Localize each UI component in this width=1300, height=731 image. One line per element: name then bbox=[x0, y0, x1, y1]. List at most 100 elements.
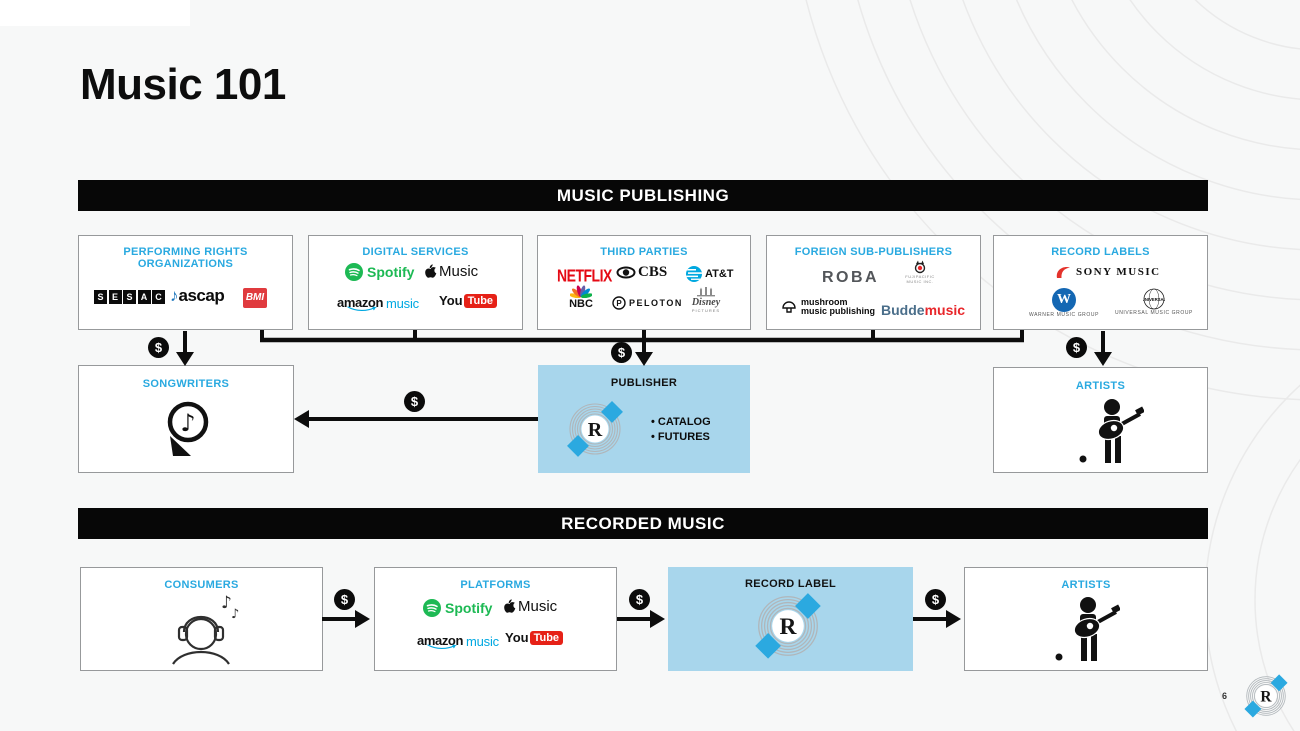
box-record-label: RECORD LABEL R bbox=[668, 567, 913, 671]
youtube-tube-badge: Tube bbox=[529, 630, 564, 645]
royalty-exchange-footer-logo: R bbox=[1244, 674, 1288, 718]
dollar-badge: $ bbox=[629, 589, 650, 610]
box-digital-services: DIGITAL SERVICES Spotify Music amazon mu… bbox=[308, 235, 523, 330]
apple-music-logo: Music bbox=[424, 263, 478, 280]
youtube-you: You bbox=[439, 293, 463, 308]
fujipacific-mascot-icon bbox=[914, 260, 926, 274]
banner-music-publishing: MUSIC PUBLISHING bbox=[78, 180, 1208, 211]
warner-w-icon: W bbox=[1052, 288, 1076, 312]
att-globe-icon bbox=[686, 266, 702, 282]
svg-text:R: R bbox=[780, 614, 798, 640]
box-title: RECORD LABELS bbox=[1051, 246, 1150, 258]
amazon-wordmark: amazon bbox=[337, 295, 384, 310]
budde-logo: Buddemusic bbox=[881, 302, 965, 320]
ascap-logo: ♪ascap bbox=[170, 286, 225, 306]
disney-wordmark: Disney bbox=[691, 297, 721, 308]
apple-icon bbox=[504, 598, 516, 613]
spotify-wordmark: Spotify bbox=[367, 264, 415, 280]
svg-text:♪: ♪ bbox=[221, 593, 232, 613]
dollar-badge: $ bbox=[611, 342, 632, 363]
box-title: ARTISTS bbox=[1061, 579, 1111, 591]
cbs-logo: CBS bbox=[616, 264, 667, 281]
amazon-wordmark-wrap: amazon bbox=[337, 294, 383, 312]
disney-pictures-label: PICTURES bbox=[691, 308, 721, 313]
universal-label: UNIVERSAL MUSIC GROUP bbox=[1115, 310, 1193, 316]
box-title: PUBLISHER bbox=[610, 377, 678, 389]
box-record-labels: RECORD LABELS SONY MUSIC W WARNER MUSIC … bbox=[993, 235, 1208, 330]
netflix-logo: NETFLIX bbox=[557, 265, 612, 285]
amazon-wordmark: amazon bbox=[417, 633, 464, 648]
page-number: 6 bbox=[1222, 691, 1228, 701]
roba-logo: ROBA bbox=[822, 269, 880, 286]
sesac-letter: C bbox=[152, 290, 165, 304]
youtube-tube-badge: Tube bbox=[463, 293, 498, 308]
sesac-letter: A bbox=[137, 290, 151, 304]
mushroom-line2: music publishing bbox=[801, 306, 876, 316]
nbc-logo: NBC bbox=[564, 284, 598, 310]
svg-text:P: P bbox=[616, 299, 622, 308]
publisher-bullet-futures: FUTURES bbox=[651, 430, 711, 445]
universal-logo: UNIVERSAL UNIVERSAL MUSIC GROUP bbox=[1109, 288, 1199, 316]
svg-text:♪: ♪ bbox=[231, 607, 239, 622]
banner-recorded-music: RECORDED MUSIC bbox=[78, 508, 1208, 539]
cbs-eye-icon bbox=[616, 266, 636, 279]
amazon-music-word: music bbox=[386, 295, 419, 311]
apple-icon bbox=[425, 263, 437, 278]
cbs-wordmark: CBS bbox=[638, 264, 668, 280]
sesac-letter: E bbox=[108, 290, 122, 304]
amazon-music-logo: amazon music bbox=[417, 632, 499, 650]
box-foreign-sub-publishers: FOREIGN SUB-PUBLISHERS ROBA FUJIPACIFIC … bbox=[766, 235, 981, 330]
sesac-letter: S bbox=[123, 290, 136, 304]
sony-swoosh-icon bbox=[1056, 267, 1070, 278]
peloton-logo: P PELOTON bbox=[612, 296, 683, 310]
box-artists-publishing: ARTISTS bbox=[993, 367, 1208, 473]
warner-label: WARNER MUSIC GROUP bbox=[1028, 312, 1100, 318]
amazon-smile-icon bbox=[347, 306, 377, 312]
box-title: FOREIGN SUB-PUBLISHERS bbox=[794, 246, 953, 258]
spotify-icon bbox=[345, 263, 363, 281]
royalty-exchange-logo: R bbox=[567, 400, 623, 457]
box-title: PERFORMING RIGHTS ORGANIZATIONS bbox=[79, 246, 292, 270]
apple-music-wordmark: Music bbox=[439, 263, 479, 280]
sesac-letter: S bbox=[94, 290, 107, 304]
ascap-wordmark: ascap bbox=[178, 286, 225, 305]
ascap-note-icon: ♪ bbox=[170, 286, 179, 305]
spotify-icon bbox=[423, 599, 441, 617]
box-title: ARTISTS bbox=[1075, 380, 1126, 392]
dollar-badge: $ bbox=[148, 337, 169, 358]
box-artists-recorded: ARTISTS bbox=[964, 567, 1208, 671]
box-songwriters: SONGWRITERS ♪ bbox=[78, 365, 294, 473]
royalty-exchange-logo: R bbox=[755, 593, 821, 659]
peloton-wordmark: PELOTON bbox=[629, 298, 683, 308]
box-title: THIRD PARTIES bbox=[600, 246, 688, 258]
box-publisher: PUBLISHER R CATALOG FUTURES bbox=[538, 365, 750, 473]
att-logo: AT&T bbox=[686, 266, 734, 282]
box-title: RECORD LABEL bbox=[745, 578, 836, 590]
peloton-icon: P bbox=[612, 296, 626, 310]
sony-music-wordmark: SONY MUSIC bbox=[1076, 266, 1161, 278]
dollar-badge: $ bbox=[925, 589, 946, 610]
universal-globe-icon: UNIVERSAL bbox=[1143, 288, 1165, 310]
publisher-bullet-catalog: CATALOG bbox=[651, 415, 711, 430]
disney-logo: Disney PICTURES bbox=[684, 286, 728, 313]
box-title: PLATFORMS bbox=[460, 579, 531, 591]
fujipacific-logo: FUJIPACIFIC MUSIC INC. bbox=[895, 260, 945, 284]
publisher-bullets: CATALOG FUTURES bbox=[651, 415, 711, 445]
corner-highlight bbox=[0, 0, 190, 26]
amazon-music-logo: amazon music bbox=[337, 294, 419, 312]
apple-music-logo: Music bbox=[503, 598, 557, 615]
fujipacific-line1: FUJIPACIFIC bbox=[905, 274, 935, 279]
artist-guitarist-icon bbox=[1079, 399, 1144, 463]
songwriter-icon: ♪ bbox=[167, 401, 209, 456]
apple-music-wordmark: Music bbox=[518, 598, 558, 615]
svg-text:UNIVERSAL: UNIVERSAL bbox=[1143, 297, 1165, 302]
consumer-listener-icon: ♪ ♪ bbox=[172, 593, 239, 665]
page-title: Music 101 bbox=[80, 60, 286, 109]
pro-title-line2: ORGANIZATIONS bbox=[137, 258, 234, 270]
box-title: SONGWRITERS bbox=[142, 378, 230, 390]
